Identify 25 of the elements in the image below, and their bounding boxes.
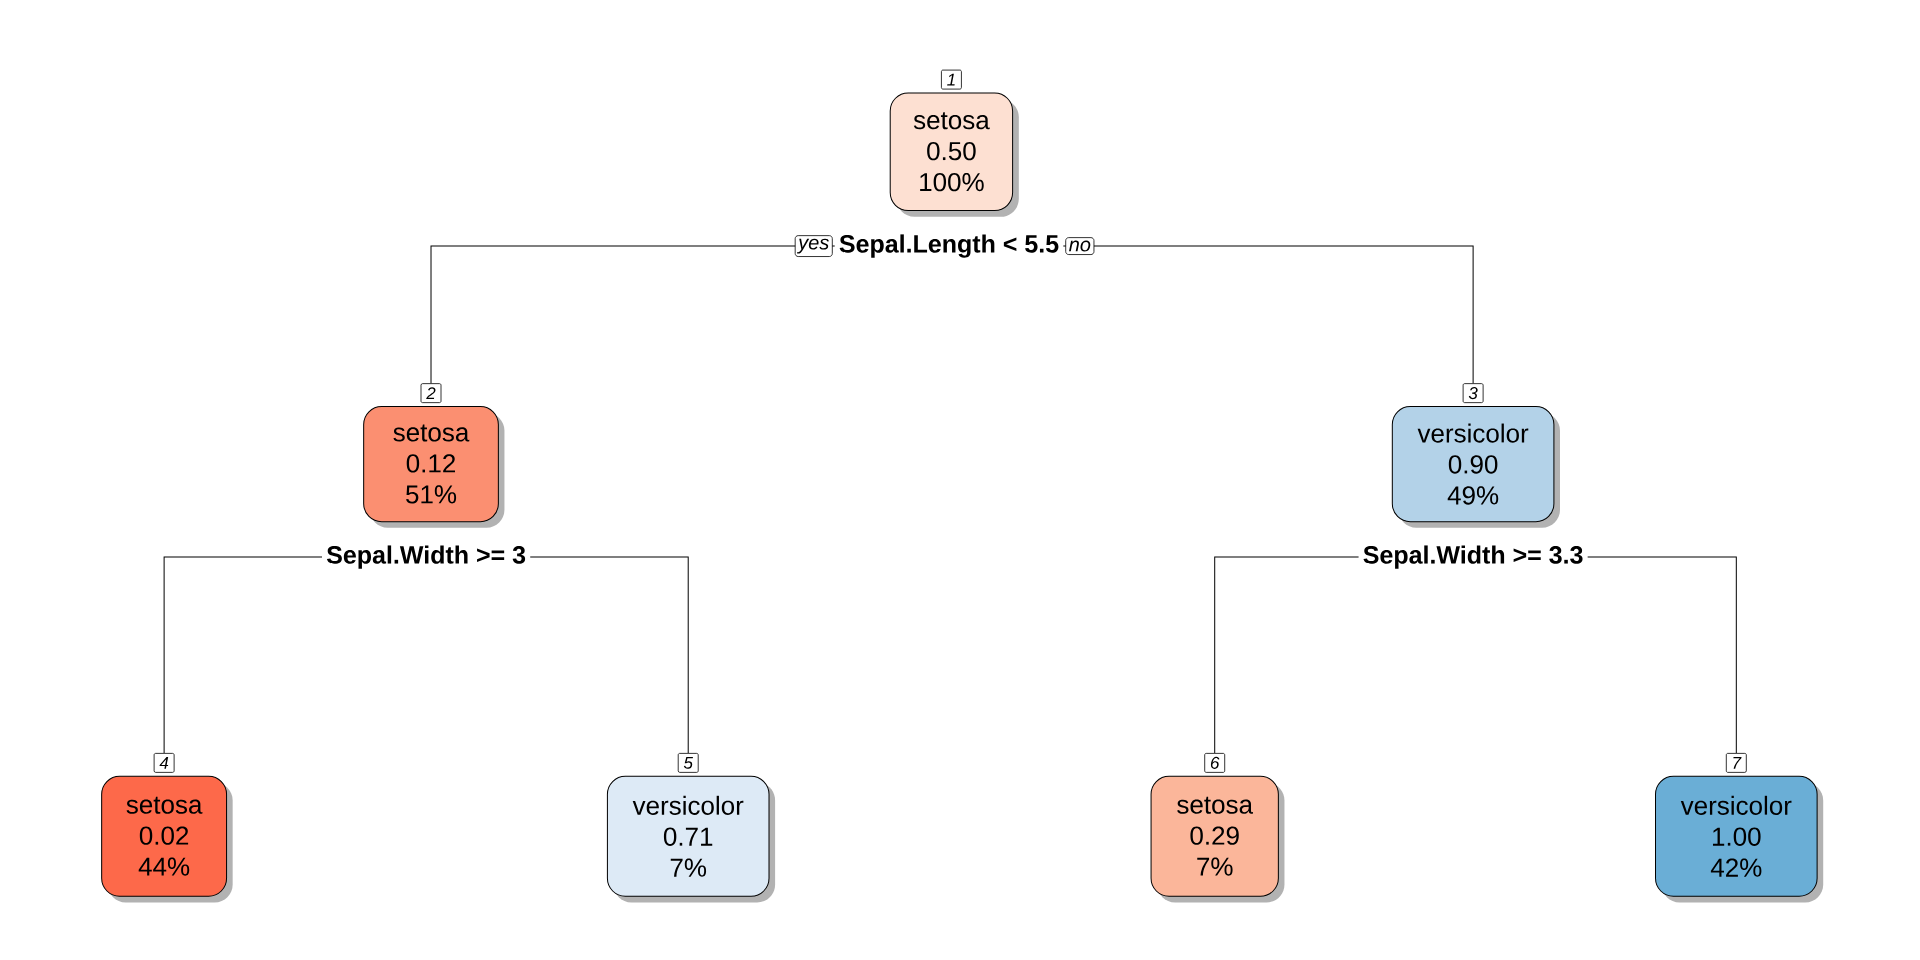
class-box: setosa 0.29 7% bbox=[1150, 775, 1285, 903]
edge-label: no bbox=[1065, 237, 1095, 255]
node-number-tag: 3 bbox=[1462, 383, 1484, 404]
class-box: setosa 0.02 44% bbox=[101, 775, 233, 903]
connector-line bbox=[1062, 245, 1474, 384]
class-box: versicolor 0.71 7% bbox=[606, 775, 776, 903]
node-number-tag: 6 bbox=[1204, 753, 1226, 773]
split-label: Sepal.Length < 5.5 bbox=[834, 230, 1064, 262]
connector-line bbox=[1587, 556, 1737, 754]
split-label: Sepal.Width >= 3 bbox=[322, 541, 531, 573]
node-number-tag: 7 bbox=[1725, 753, 1747, 773]
node-number-tag: 2 bbox=[420, 383, 442, 404]
node-number-tag: 5 bbox=[677, 753, 699, 773]
connector-line bbox=[1214, 556, 1360, 754]
connector-line bbox=[430, 245, 836, 384]
connector-line bbox=[163, 556, 323, 754]
connector-line bbox=[529, 556, 689, 754]
node-number-tag: 1 bbox=[941, 69, 962, 90]
split-label: Sepal.Width >= 3.3 bbox=[1358, 541, 1588, 573]
class-box: setosa 0.50 100% bbox=[889, 92, 1019, 217]
edge-label: yes bbox=[794, 235, 833, 257]
class-box: setosa 0.12 51% bbox=[363, 406, 505, 528]
class-box: versicolor 0.90 49% bbox=[1391, 406, 1560, 528]
class-box: versicolor 1.00 42% bbox=[1655, 775, 1824, 903]
node-number-tag: 4 bbox=[153, 753, 175, 773]
